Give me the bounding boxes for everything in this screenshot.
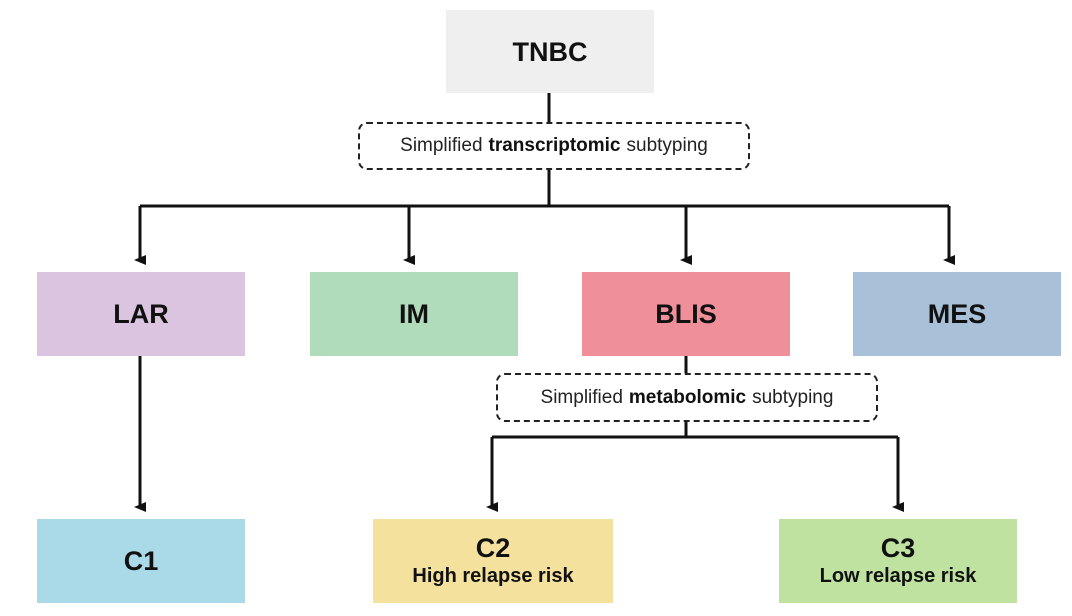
blis-label: BLIS [655,299,717,329]
mes-node: MES [853,272,1061,356]
im-label: IM [399,299,429,329]
tnbc-node: TNBC [446,10,654,93]
metabolomic-prefix: Simplified [540,386,623,408]
c3-label: C3 [880,533,916,563]
lar-node: LAR [37,272,245,356]
c2-label: C2 [475,533,511,563]
mes-label: MES [927,299,987,329]
blis-node: BLIS [582,272,790,356]
c1-node: C1 [37,519,245,603]
transcriptomic-keyword: transcriptomic [488,135,621,156]
c3-risk-label: Low relapse risk [819,565,977,587]
c2-node: C2 High relapse risk [373,519,613,603]
c3-node: C3 Low relapse risk [779,519,1017,603]
transcriptomic-subtyping-box: Simplified transcriptomic subtyping [358,122,750,170]
im-node: IM [310,272,518,356]
lar-label: LAR [113,299,169,329]
transcriptomic-prefix: Simplified [400,135,483,156]
tnbc-label: TNBC [512,36,588,67]
c1-label: C1 [123,546,159,576]
metabolomic-subtyping-box: Simplified metabolomic subtyping [496,373,878,422]
metabolomic-suffix: subtyping [752,386,834,408]
transcriptomic-suffix: subtyping [626,135,708,156]
c2-risk-label: High relapse risk [412,565,574,587]
metabolomic-keyword: metabolomic [628,386,747,408]
